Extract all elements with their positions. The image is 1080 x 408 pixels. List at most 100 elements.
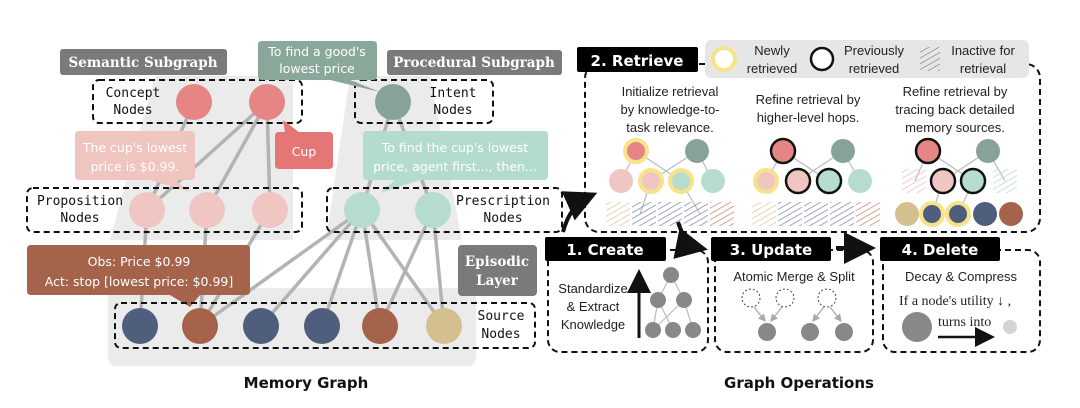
procedural-subgraph-text: Procedural Subgraph <box>393 55 555 71</box>
concept-bubble <box>275 120 333 169</box>
legend-newly-2: retrieved <box>747 61 798 76</box>
proposition-bubble <box>75 131 195 192</box>
step3-text-3: memory sources. <box>905 120 1005 135</box>
source-node <box>973 202 997 226</box>
proposition-label-1: Proposition <box>37 194 123 209</box>
yellow-ring-icon <box>711 46 737 72</box>
legend-inactive-1: Inactive for <box>951 43 1015 58</box>
intent-node <box>685 139 709 163</box>
legend-inactive-2: retrieval <box>960 61 1006 76</box>
concept-node <box>176 84 212 120</box>
previously-retrieved-node <box>914 137 942 165</box>
concept-node <box>249 84 285 120</box>
proposition-node <box>189 192 225 228</box>
hatched-node <box>804 202 828 226</box>
edges <box>138 100 446 328</box>
update-text: Atomic Merge & Split <box>733 269 855 284</box>
step1-text-3: task relevance. <box>626 120 713 135</box>
previously-retrieved-node <box>784 167 812 195</box>
source-bubble-text-2: Act: stop [lowest price: $0.99] <box>45 274 234 289</box>
update-box <box>714 249 874 353</box>
episodic-layer-label <box>458 245 537 296</box>
proposition-node <box>252 192 288 228</box>
newly-retrieved-node <box>919 201 945 227</box>
prescription-bubble-text-2: price, agent first..., then... <box>373 159 537 174</box>
concept-label-2: Nodes <box>113 103 152 118</box>
hatch-icon <box>920 47 940 71</box>
hatched-node <box>752 202 776 226</box>
create-to-retrieve-arrow <box>561 191 598 233</box>
create-text-2: & Extract <box>567 299 620 314</box>
hatched-node <box>902 169 926 193</box>
update-label <box>711 237 831 261</box>
previously-retrieved-node <box>959 167 987 195</box>
proposition-bubble-text-1: The cup's lowest <box>82 140 187 155</box>
proposition-bubble-text-2: price is $0.99. <box>91 159 180 174</box>
intent-node <box>831 139 855 163</box>
episodic-background <box>108 288 476 366</box>
graph-operations-title: Graph Operations <box>724 374 874 392</box>
legend-previously-1: Previously <box>844 43 904 58</box>
source-label-1: Source <box>478 309 525 324</box>
hatched-node <box>632 202 656 226</box>
create-label-text: 1. Create <box>566 241 643 259</box>
retrieve-label-text: 2. Retrieve <box>591 52 684 70</box>
delete-label-text: 4. Delete <box>902 241 979 259</box>
delete-turns-text: turns into <box>938 315 991 330</box>
update-label-text: 3. Update <box>730 241 812 259</box>
source-node <box>426 308 462 344</box>
source-nodes-box <box>114 302 536 349</box>
episodic-label-1: Episodic <box>465 254 529 270</box>
source-node <box>243 308 279 344</box>
step1-text-1: Initialize retrieval <box>622 84 719 99</box>
newly-retrieved-node <box>623 138 649 164</box>
source-node <box>182 308 218 344</box>
prescription-node <box>344 192 380 228</box>
hatched-node <box>856 202 880 226</box>
proposition-label-2: Nodes <box>60 211 99 226</box>
graph-operations: Newly retrieved Previously retrieved Ina… <box>545 40 1041 392</box>
source-node <box>122 308 158 344</box>
retrieve-step1-graph <box>606 138 734 226</box>
newly-retrieved-node <box>753 168 779 194</box>
black-ring-icon <box>809 46 835 72</box>
memory-graph: Semantic Subgraph Procedural Subgraph Co… <box>26 41 563 392</box>
newly-retrieved-node <box>638 168 664 194</box>
legend <box>705 40 1029 78</box>
prescription-node <box>848 169 872 193</box>
intent-label-2: Nodes <box>433 103 472 118</box>
prescription-node <box>701 169 725 193</box>
previously-retrieved-node <box>929 167 957 195</box>
prescription-bubble <box>363 131 548 193</box>
hatched-node <box>778 202 802 226</box>
step1-text-2: by knowledge-to- <box>621 102 720 117</box>
create-box <box>547 249 709 353</box>
intent-bubble <box>258 41 380 92</box>
prescription-node <box>415 192 451 228</box>
concept-nodes-box <box>92 79 303 124</box>
source-bubble-text-1: Obs: Price $0.99 <box>88 254 191 269</box>
retrieve-to-update-arrow <box>673 221 708 259</box>
merge-split-icon <box>741 288 853 341</box>
retrieve-step2-graph <box>752 137 880 226</box>
legend-previously-2: retrieved <box>849 61 900 76</box>
create-text-3: Knowledge <box>561 317 625 332</box>
semantic-subgraph-text: Semantic Subgraph <box>68 55 217 71</box>
step3-text-1: Refine retrieval by <box>903 84 1008 99</box>
source-node <box>304 308 340 344</box>
previously-retrieved-node <box>769 137 797 165</box>
step3-text-2: tracing back detailed <box>895 102 1014 117</box>
hatched-node <box>993 169 1017 193</box>
proposition-node <box>129 192 165 228</box>
prescription-bubble-text-1: To find the cup's lowest <box>381 140 529 155</box>
newly-retrieved-node <box>945 201 971 227</box>
small-node-icon <box>1003 320 1017 334</box>
intent-label-1: Intent <box>430 86 477 101</box>
intent-node <box>375 84 411 120</box>
intent-nodes-box <box>354 79 494 124</box>
concept-bubble-text: Cup <box>292 144 317 159</box>
source-node <box>895 202 919 226</box>
newly-retrieved-node <box>668 168 694 194</box>
delete-text: Decay & Compress <box>905 269 1017 284</box>
